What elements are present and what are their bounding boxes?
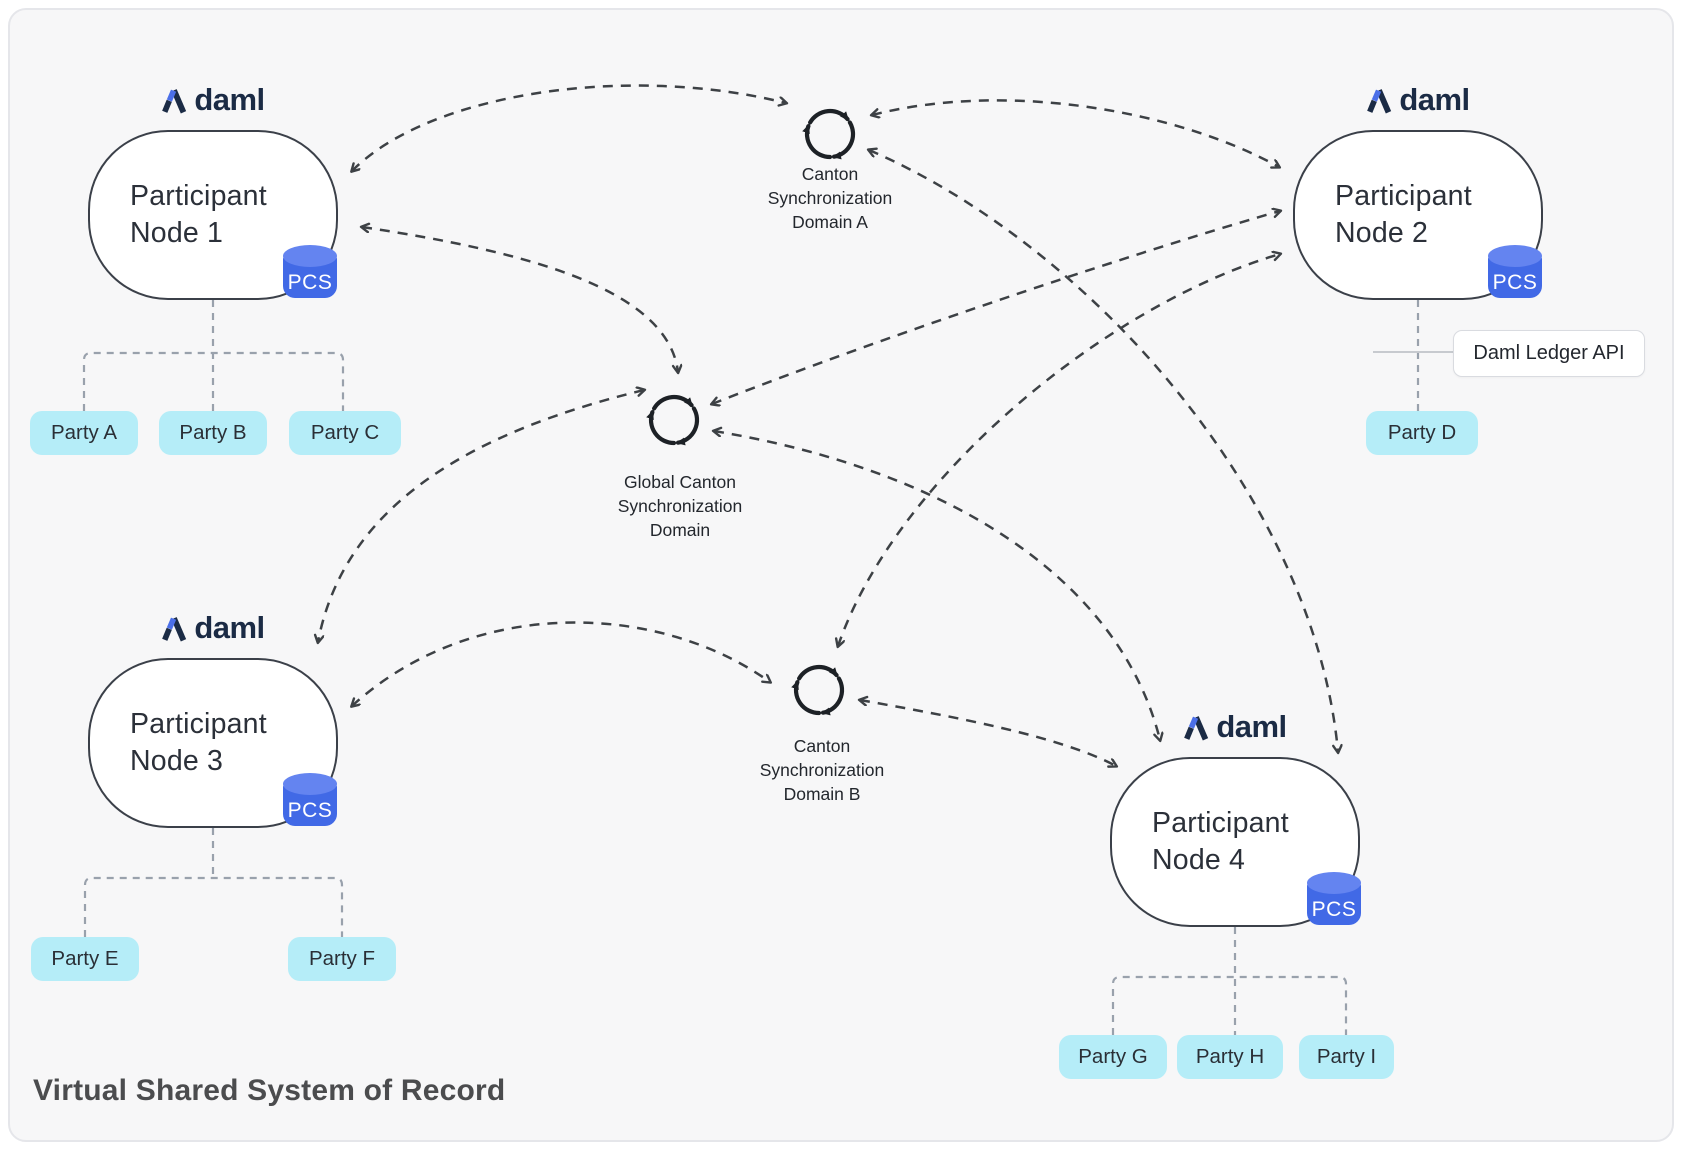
sync-cycle-icon-domain-a <box>802 108 856 160</box>
domain-label-line: Synchronization <box>617 496 743 516</box>
node-label-line2: Node 3 <box>130 745 224 777</box>
daml-ledger-api-label: Daml Ledger API <box>1473 342 1625 364</box>
node-label-line1: Participant <box>130 180 267 212</box>
daml-logo-node1: daml <box>128 83 298 119</box>
daml-logo-text: daml <box>194 610 265 645</box>
daml-logo-node3: daml <box>128 611 298 647</box>
arrow-node3-domain-b <box>352 621 770 706</box>
sync-cycle-icon-domain-b <box>791 664 845 716</box>
party-d-chip: Party D <box>1366 411 1478 455</box>
party-h-chip: Party H <box>1177 1035 1283 1079</box>
participant-node-1: Participant Node 1 <box>88 130 338 300</box>
party-label: Party C <box>310 421 380 444</box>
party-connectors <box>82 300 1420 1035</box>
lambda-icon <box>162 617 187 642</box>
arrow-domain-a-node4 <box>869 150 1338 752</box>
domain-label-line: Synchronization <box>759 760 885 780</box>
arrow-global-node4 <box>714 431 1160 740</box>
pcs-database-icon-node2: PCS <box>1488 245 1542 298</box>
daml-logo-text: daml <box>194 82 265 117</box>
node-label-line1: Participant <box>130 708 267 740</box>
participant-node-3: Participant Node 3 <box>88 658 338 828</box>
party-label: Party G <box>1078 1045 1148 1068</box>
party-i-chip: Party I <box>1299 1035 1394 1079</box>
global-domain-label: Global Canton Synchronization Domain <box>560 470 800 542</box>
domain-label-line: Domain B <box>783 784 861 804</box>
daml-logo-node4: daml <box>1150 710 1320 746</box>
lambda-icon <box>1367 89 1392 114</box>
arrow-node1-global <box>362 227 678 372</box>
node-label-line2: Node 1 <box>130 217 224 249</box>
pcs-cylinder-top <box>283 245 337 267</box>
party-g-chip: Party G <box>1059 1035 1167 1079</box>
arrow-domain-b-node4 <box>860 700 1116 766</box>
arrow-global-node3 <box>318 390 644 642</box>
party-c-chip: Party C <box>289 411 401 455</box>
pcs-cylinder-top <box>283 773 337 795</box>
party-label: Party A <box>50 421 118 444</box>
arrow-global-node2 <box>712 211 1280 404</box>
daml-ledger-api-box: Daml Ledger API <box>1453 330 1645 377</box>
pcs-cylinder-top <box>1307 872 1361 894</box>
pcs-database-icon-node4: PCS <box>1307 872 1361 925</box>
daml-logo-text: daml <box>1399 82 1470 117</box>
party-label: Party E <box>51 947 119 970</box>
pcs-cylinder-top <box>1488 245 1542 267</box>
party-label: Party D <box>1387 421 1457 444</box>
pcs-label: PCS <box>1492 271 1538 294</box>
node-label-line2: Node 4 <box>1152 844 1246 876</box>
sync-cycle-icon-global <box>646 394 700 446</box>
party-label: Party B <box>179 421 247 444</box>
party-e-chip: Party E <box>31 937 139 981</box>
arrow-domain-b-node2 <box>838 254 1280 646</box>
lambda-icon <box>1184 716 1209 741</box>
domain-label-line: Domain A <box>792 212 868 232</box>
party-label: Party I <box>1316 1045 1377 1068</box>
pcs-database-icon-node3: PCS <box>283 773 337 826</box>
party-b-chip: Party B <box>159 411 267 455</box>
party-label: Party H <box>1195 1045 1265 1068</box>
pcs-label: PCS <box>287 271 333 294</box>
domain-a-label: Canton Synchronization Domain A <box>710 162 950 234</box>
node-label-line1: Participant <box>1335 180 1472 212</box>
pcs-database-icon-node1: PCS <box>283 245 337 298</box>
party-a-chip: Party A <box>30 411 138 455</box>
node-label-line1: Participant <box>1152 807 1289 839</box>
arrow-domain-a-node2 <box>872 99 1279 167</box>
pcs-label: PCS <box>1311 898 1357 921</box>
daml-logo-node2: daml <box>1333 83 1503 119</box>
party-label: Party F <box>308 947 376 970</box>
sync-arrows <box>318 84 1338 766</box>
pcs-label: PCS <box>287 799 333 822</box>
domain-label-line: Domain <box>649 520 711 540</box>
diagram-title: Virtual Shared System of Record <box>33 1074 506 1107</box>
arrow-node1-domain-a <box>352 84 786 171</box>
lambda-icon <box>162 89 187 114</box>
domain-b-label: Canton Synchronization Domain B <box>702 734 942 806</box>
domain-label-line: Synchronization <box>767 188 893 208</box>
domain-label-line: Canton <box>801 164 859 184</box>
party-f-chip: Party F <box>288 937 396 981</box>
daml-logo-text: daml <box>1216 709 1287 744</box>
node-label-line2: Node 2 <box>1335 217 1429 249</box>
domain-label-line: Global Canton <box>624 472 736 492</box>
domain-label-line: Canton <box>793 736 851 756</box>
